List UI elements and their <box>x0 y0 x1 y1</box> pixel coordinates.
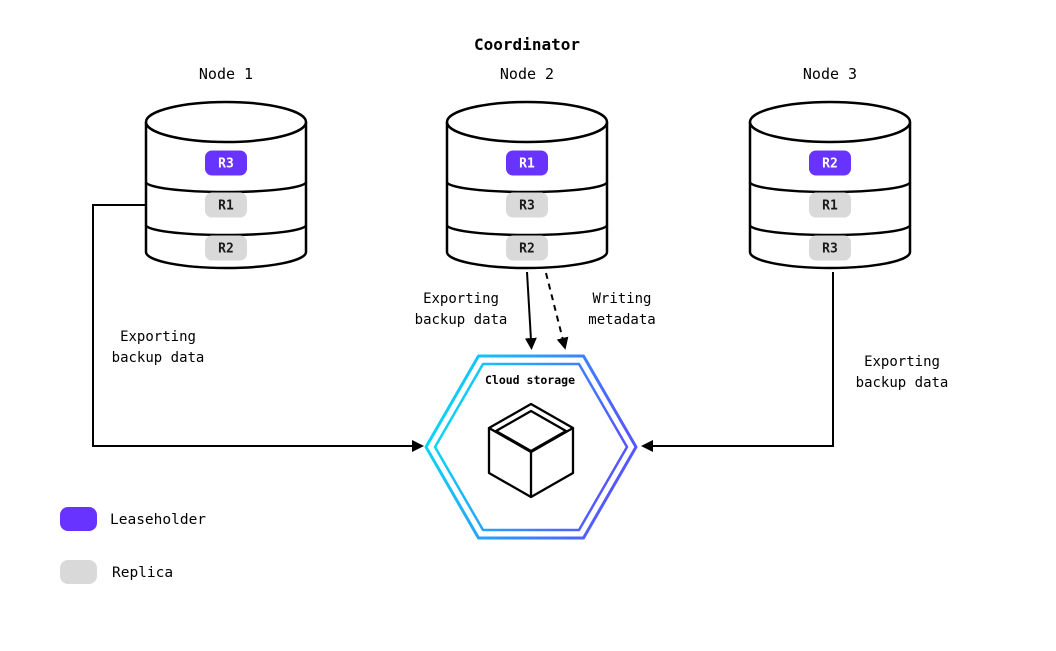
export-label-node2-line1: Exporting <box>423 291 499 307</box>
replica-badge <box>506 192 548 218</box>
cylinder-divider <box>748 224 912 237</box>
metadata-label-node2: Writing metadata <box>588 291 655 328</box>
replica-badge-label: R2 <box>519 242 535 257</box>
export-label-node1-line2: backup data <box>112 350 205 366</box>
legend: Leaseholder Replica <box>60 507 206 584</box>
replica-badge-label: R1 <box>218 199 234 214</box>
cylinder-divider <box>445 224 609 237</box>
replica-badge-label: R1 <box>822 199 838 214</box>
replica-badge <box>205 192 247 218</box>
cloud-storage-hexagon-outer <box>424 354 638 540</box>
cylinder-divider <box>144 224 308 237</box>
replica-badge <box>809 192 851 218</box>
legend-leaseholder-label: Leaseholder <box>110 512 206 528</box>
cylinder-divider <box>748 181 912 194</box>
node-1: Node 1 R3 R1 R2 <box>144 65 308 270</box>
legend-leaseholder-swatch <box>60 507 97 531</box>
node-3: Node 3 R2 R1 R3 <box>748 65 912 270</box>
export-arrow-node2 <box>524 271 537 350</box>
node-3-label: Node 3 <box>803 65 857 83</box>
database-cylinder-top <box>445 100 609 144</box>
export-label-node3-line1: Exporting <box>864 354 940 370</box>
metadata-label-node2-line2: metadata <box>588 312 655 328</box>
cloud-storage-hexagon-inner <box>433 362 629 532</box>
cylinder-divider <box>445 181 609 194</box>
legend-replica-label: Replica <box>112 565 173 581</box>
metadata-arrow-node2 <box>545 272 569 350</box>
replica-badge <box>506 235 548 261</box>
replica-badge <box>809 235 851 261</box>
replica-badge-leaseholder <box>205 150 247 176</box>
database-cylinder-top <box>144 100 308 144</box>
legend-replica-swatch <box>60 560 97 584</box>
node-1-label: Node 1 <box>199 65 253 83</box>
export-arrow-node3 <box>641 272 834 452</box>
export-label-node2-line2: backup data <box>415 312 508 328</box>
cylinder-divider <box>144 181 308 194</box>
export-label-node1: Exporting backup data <box>112 329 205 366</box>
replica-badge-label: R2 <box>822 157 838 172</box>
replica-badge <box>205 235 247 261</box>
export-label-node3: Exporting backup data <box>856 354 949 391</box>
replica-badge-label: R2 <box>218 242 234 257</box>
cube-icon <box>487 402 575 499</box>
export-label-node3-line2: backup data <box>856 375 949 391</box>
cloud-storage-label: Cloud storage <box>485 373 575 387</box>
metadata-label-node2-line1: Writing <box>592 291 651 307</box>
replica-badge-label: R3 <box>822 242 838 257</box>
database-cylinder-top <box>748 100 912 144</box>
node-2-label: Node 2 <box>500 65 554 83</box>
replica-badge-label: R1 <box>519 157 535 172</box>
replica-badge-label: R3 <box>218 157 234 172</box>
replica-badge-leaseholder <box>506 150 548 176</box>
export-label-node2: Exporting backup data <box>415 291 508 328</box>
cloud-storage: Cloud storage <box>424 354 638 540</box>
export-label-node1-line1: Exporting <box>120 329 196 345</box>
replica-badge-label: R3 <box>519 199 535 214</box>
replica-badge-leaseholder <box>809 150 851 176</box>
coordinator-title: Coordinator <box>474 35 580 54</box>
node-2: Node 2 R1 R3 R2 <box>445 65 609 270</box>
